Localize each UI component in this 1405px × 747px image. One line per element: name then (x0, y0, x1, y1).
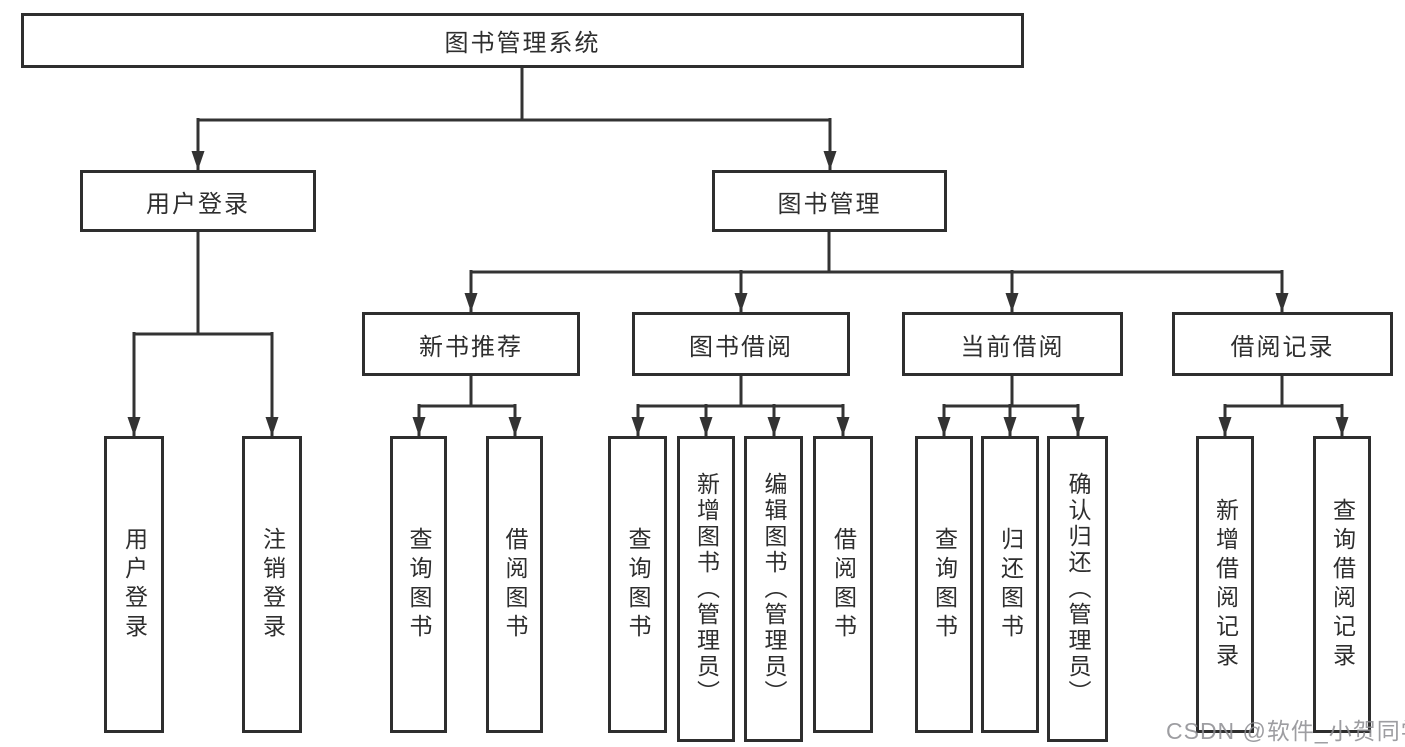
node-label: 当前借阅 (960, 333, 1065, 361)
leaf-user-login: 用户登录 (104, 436, 164, 733)
node-label: 借阅记录 (1230, 333, 1335, 361)
leaf-add-books-admin: 新增图书（管理员） (677, 436, 735, 742)
csdn-watermark: CSDN @软件_小贺同学 (1166, 718, 1405, 744)
leaf-label: 归还图书 (997, 526, 1024, 643)
leaf-label: 编辑图书（管理员） (761, 472, 787, 706)
node-new-book-recommend: 新书推荐 (362, 312, 580, 376)
leaf-label: 确认归还（管理员） (1065, 472, 1091, 706)
node-label: 图书管理系统 (444, 30, 601, 57)
leaf-label: 新增借阅记录 (1212, 497, 1239, 672)
leaf-query-borrow-record: 查询借阅记录 (1313, 436, 1371, 733)
node-label: 图书借阅 (689, 333, 793, 361)
leaf-label: 新增图书（管理员） (693, 472, 720, 706)
leaf-label: 查询图书 (406, 526, 432, 643)
leaf-add-borrow-record: 新增借阅记录 (1196, 436, 1254, 733)
node-current-borrowing: 当前借阅 (902, 312, 1123, 376)
node-label: 图书管理 (777, 190, 882, 218)
leaf-query-books: 查询图书 (915, 436, 973, 733)
leaf-label: 查询图书 (625, 526, 651, 643)
node-label: 用户登录 (146, 190, 250, 218)
node-book-management: 图书管理 (712, 170, 947, 232)
leaf-label: 查询图书 (931, 526, 958, 643)
leaf-query-books: 查询图书 (390, 436, 447, 733)
node-library-system: 图书管理系统 (21, 13, 1024, 68)
node-borrowing-records: 借阅记录 (1172, 312, 1393, 376)
node-book-borrowing: 图书借阅 (632, 312, 850, 376)
leaf-logout: 注销登录 (242, 436, 302, 733)
leaf-borrow-books: 借阅图书 (486, 436, 543, 733)
leaf-confirm-return-admin: 确认归还（管理员） (1047, 436, 1108, 742)
leaf-label: 借阅图书 (502, 526, 528, 643)
leaf-label: 查询借阅记录 (1329, 497, 1356, 672)
leaf-edit-books-admin: 编辑图书（管理员） (744, 436, 803, 742)
node-user-login: 用户登录 (80, 170, 316, 232)
leaf-label: 注销登录 (259, 526, 286, 643)
leaf-label: 用户登录 (121, 526, 148, 643)
leaf-return-books: 归还图书 (981, 436, 1039, 733)
leaf-label: 借阅图书 (830, 526, 857, 643)
node-label: 新书推荐 (419, 333, 523, 361)
leaf-borrow-books: 借阅图书 (813, 436, 873, 733)
leaf-query-books: 查询图书 (608, 436, 667, 733)
